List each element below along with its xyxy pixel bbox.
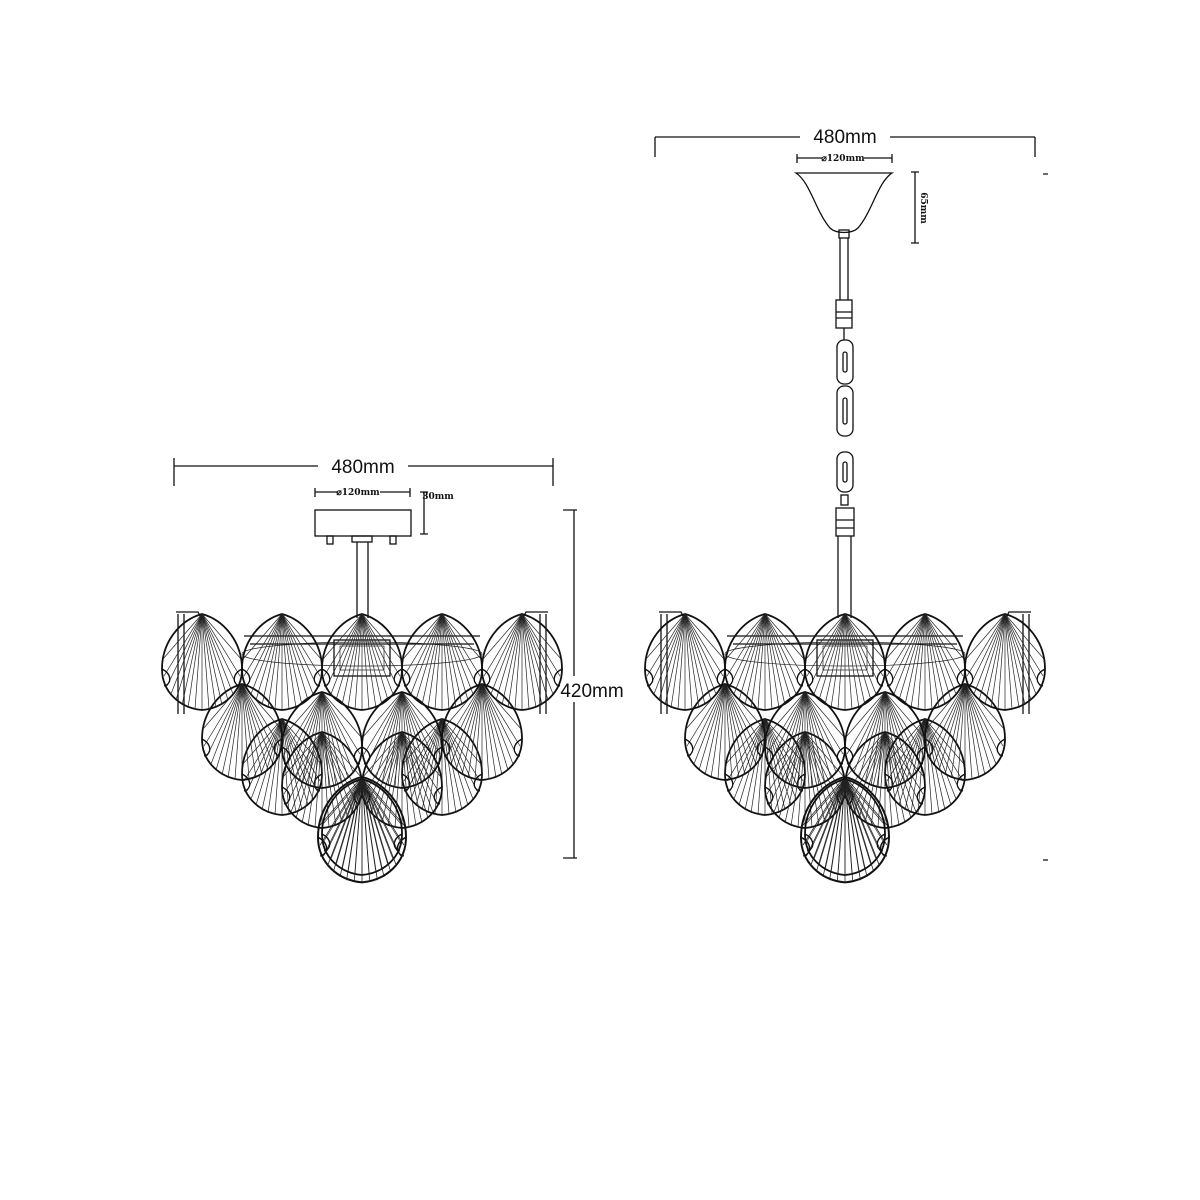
right-chain — [835, 299, 855, 618]
left-canopy-height-dimension: 30mm — [420, 491, 454, 535]
left-shell-cluster — [162, 612, 562, 882]
right-canopy-diameter-dimension: ⌀120mm — [796, 154, 893, 164]
left-width-label: 480mm — [331, 457, 394, 478]
right-width-label: 480mm — [813, 127, 876, 148]
right-canopy — [793, 172, 895, 300]
right-canopy-height-label: 65mm — [918, 192, 928, 224]
left-canopy-diameter-label: ⌀120mm — [336, 488, 380, 498]
right-shell-cluster — [645, 612, 1045, 882]
right-width-dimension: 480mm — [654, 127, 1036, 157]
left-canopy — [314, 509, 412, 618]
left-view: 480mm ⌀120mm 30mm 420mm — [162, 457, 624, 882]
left-height-dimension: 420mm — [560, 509, 624, 859]
right-view: 480mm ⌀120mm 65mm — [645, 127, 1048, 882]
right-canopy-height-dimension: 65mm — [911, 171, 928, 244]
edge-ticks — [1043, 173, 1048, 861]
left-height-label: 420mm — [560, 681, 623, 702]
right-canopy-diameter-label: ⌀120mm — [821, 154, 865, 164]
left-width-dimension: 480mm — [173, 457, 554, 486]
left-canopy-diameter-dimension: ⌀120mm — [314, 488, 411, 498]
left-canopy-height-label: 30mm — [422, 492, 454, 502]
